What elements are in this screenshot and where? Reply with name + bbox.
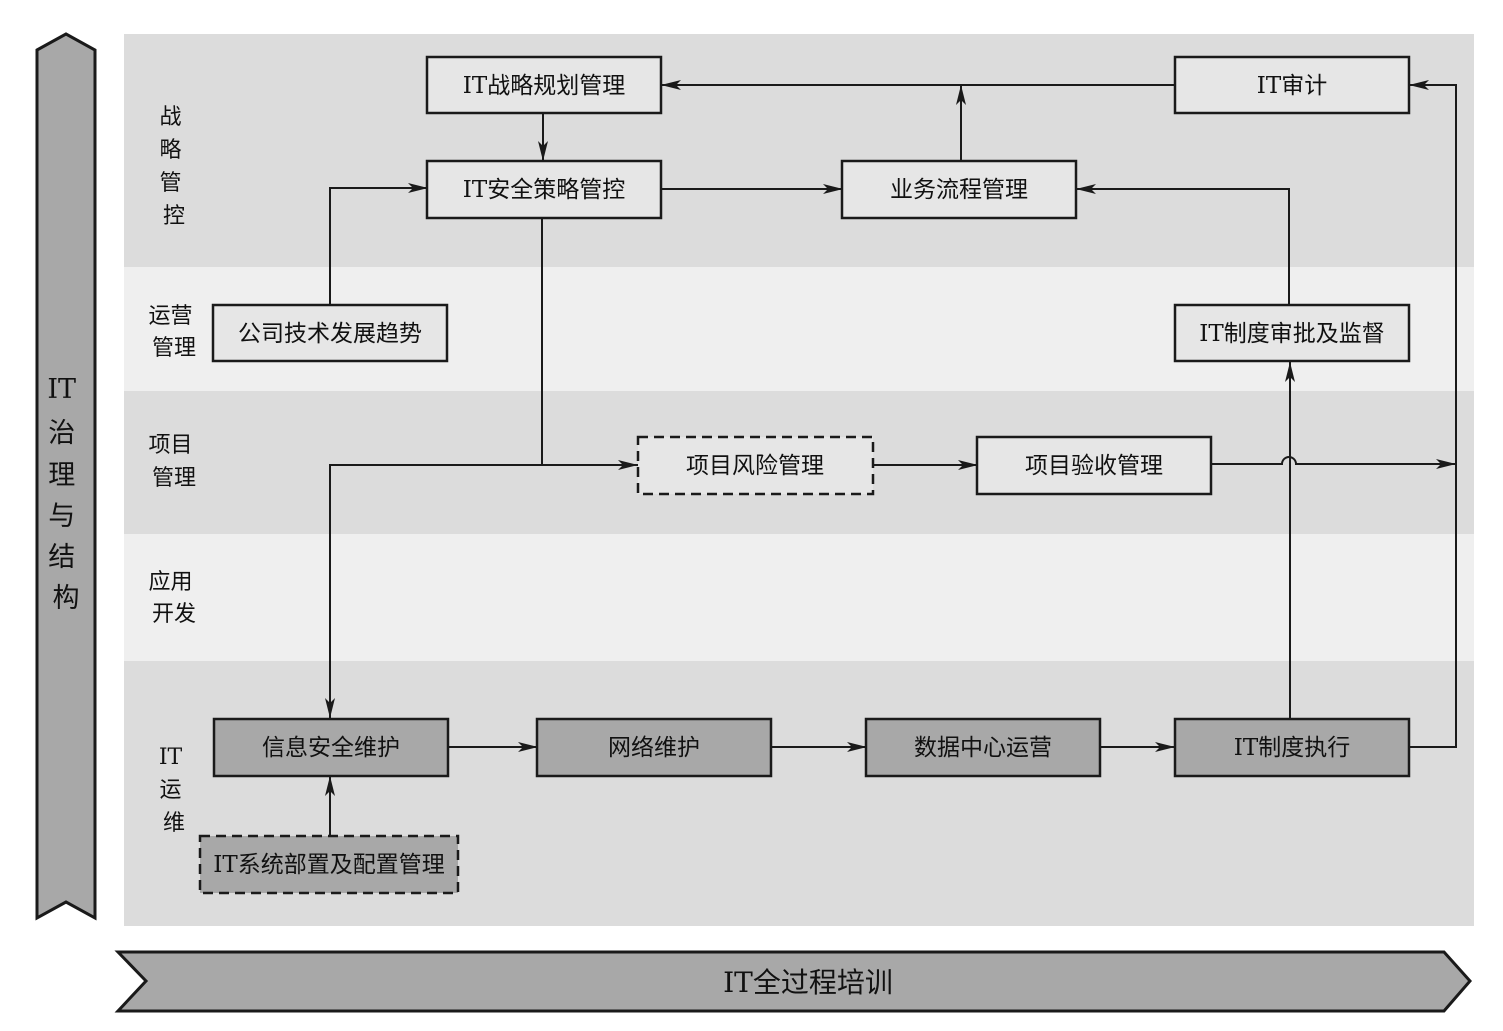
lane-label-line: IT [159, 745, 183, 770]
node-box [1173, 55, 1411, 115]
lane-label-line: 战 [159, 105, 181, 130]
lane-label-itops: IT 运 维 [159, 745, 189, 836]
node-project-acceptance[interactable]: 项目验收管理 [975, 435, 1213, 496]
lane-label-line: 运营 [148, 304, 192, 329]
node-label: 网络维护 [608, 735, 700, 761]
edge-trend-to-security [329, 183, 428, 305]
node-label: 项目风险管理 [686, 453, 824, 479]
lane-label-appdev: 应用 开发 [148, 570, 199, 627]
node-label: IT系统部置及配置管理 [213, 852, 444, 878]
lane-label-line: 开发 [152, 602, 196, 627]
node-label: IT战略规划管理 [463, 73, 625, 99]
side-banner-label: IT 治 理 与 结 构 [47, 374, 84, 614]
lane-label-operation: 运营 管理 [148, 304, 199, 361]
node-it-strategy-planning[interactable]: IT战略规划管理 [425, 55, 663, 115]
side-banner-line: 结 [48, 542, 75, 573]
node-label: 业务流程管理 [890, 177, 1028, 203]
node-infosec-maintenance[interactable]: 信息安全维护 [212, 717, 450, 778]
node-box [864, 717, 1102, 778]
node-box [212, 717, 450, 778]
side-banner-line: IT [47, 374, 76, 405]
node-box [425, 159, 663, 220]
node-datacenter-ops[interactable]: 数据中心运营 [864, 717, 1102, 778]
node-project-risk[interactable]: 项目风险管理 [636, 435, 875, 496]
connectors [325, 80, 1457, 836]
node-label: 项目验收管理 [1025, 453, 1163, 479]
edge-approval-to-business [1076, 184, 1290, 305]
node-box [198, 834, 460, 895]
edge-execution-to-audit [1409, 80, 1457, 748]
side-banner-shape [35, 32, 97, 921]
node-label: IT审计 [1257, 73, 1327, 99]
node-box [840, 159, 1078, 220]
node-label: IT安全策略管控 [463, 177, 625, 203]
node-it-policy-approval[interactable]: IT制度审批及监督 [1173, 303, 1411, 363]
edge-security-to-infosec [325, 464, 542, 718]
node-network-maintenance[interactable]: 网络维护 [535, 717, 773, 778]
bottom-banner: IT全过程培训 [114, 950, 1472, 1013]
lane-label-strategy: 战 略 管 控 [159, 105, 188, 229]
node-box [975, 435, 1213, 496]
node-label: IT制度审批及监督 [1199, 321, 1384, 347]
side-banner-line: 构 [53, 583, 80, 614]
node-it-security-policy[interactable]: IT安全策略管控 [425, 159, 663, 220]
side-banner-line: 治 [48, 418, 75, 449]
lane-labels: 战 略 管 控 运营 管理 项目 管理 应用 开发 IT 运 维 [148, 105, 199, 836]
lane-label-line: 运 [159, 778, 181, 803]
bottom-banner-shape [114, 950, 1472, 1013]
lane-appdev [124, 534, 1474, 661]
node-it-system-deploy[interactable]: IT系统部置及配置管理 [198, 834, 460, 895]
lane-label-line: 控 [163, 204, 185, 229]
lane-label-line: 管理 [152, 466, 196, 491]
node-box [425, 55, 663, 115]
node-tech-trend[interactable]: 公司技术发展趋势 [211, 303, 449, 363]
side-banner: IT 治 理 与 结 构 [35, 32, 97, 921]
node-box [535, 717, 773, 778]
lane-label-line: 项目 [148, 433, 192, 458]
node-box [636, 435, 875, 496]
node-label: 信息安全维护 [262, 735, 400, 761]
node-box [1173, 303, 1411, 363]
lane-label-line: 略 [159, 138, 181, 163]
node-it-audit[interactable]: IT审计 [1173, 55, 1411, 115]
lane-label-line: 应用 [148, 570, 192, 595]
lane-label-line: 维 [163, 811, 185, 836]
node-business-process[interactable]: 业务流程管理 [840, 159, 1078, 220]
node-label: 数据中心运营 [914, 735, 1052, 761]
process-boxes: IT战略规划管理 IT审计 IT安全策略管控 业务流程管理 公司技术发展趋势 I… [198, 55, 1411, 895]
node-label: IT制度执行 [1234, 735, 1350, 761]
lane-label-line: 管 [159, 171, 181, 196]
bottom-banner-label: IT全过程培训 [723, 966, 893, 999]
node-label: 公司技术发展趋势 [238, 321, 422, 347]
node-it-policy-execution[interactable]: IT制度执行 [1173, 717, 1411, 778]
lane-label-project: 项目 管理 [148, 433, 199, 491]
side-banner-line: 与 [48, 501, 75, 532]
node-box [211, 303, 449, 363]
lane-label-line: 管理 [152, 336, 196, 361]
side-banner-line: 理 [48, 460, 75, 491]
node-box [1173, 717, 1411, 778]
